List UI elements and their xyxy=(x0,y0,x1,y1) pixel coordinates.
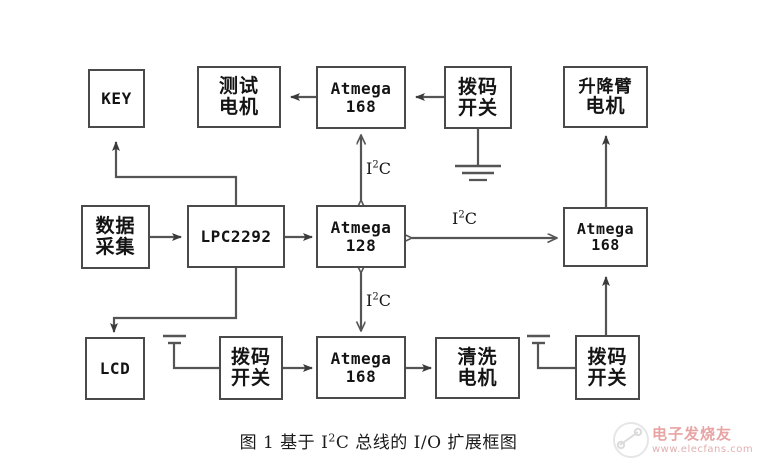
node-test-motor[interactable]: 测试 电机 xyxy=(197,66,281,128)
node-dip-switch-top-label-2: 开关 xyxy=(457,96,498,119)
node-wash-motor-label-2: 电机 xyxy=(457,367,498,389)
node-atmega168-right[interactable]: Atmega 168 xyxy=(563,207,648,267)
node-dip-switch-top[interactable]: 拨码 开关 xyxy=(444,66,512,129)
node-lcd-label: LCD xyxy=(99,358,131,378)
node-key-label: KEY xyxy=(101,88,132,108)
node-atmega128-label-2: 128 xyxy=(345,235,377,255)
node-test-motor-label-1: 测试 xyxy=(218,75,259,98)
node-atmega168-top-label-1: Atmega xyxy=(330,79,392,99)
node-dip-switch-bottom-left-label-1: 拨码 xyxy=(230,346,271,369)
edge-lpc2292-to-key xyxy=(112,141,238,205)
node-data-acquisition[interactable]: 数据 采集 xyxy=(81,205,150,269)
node-dip-switch-bottom-right[interactable]: 拨码 开关 xyxy=(575,335,640,400)
caption-sup: 2 xyxy=(328,431,336,445)
edge-label-i2c-right: I2C xyxy=(452,209,477,228)
node-atmega168-bottom[interactable]: Atmega 168 xyxy=(316,336,406,399)
node-data-acquisition-label-2: 采集 xyxy=(95,236,136,258)
watermark-url: www.elecfans.com xyxy=(652,444,754,455)
i2c-right-suffix: C xyxy=(464,209,477,228)
watermark: 电子发烧友 www.elecfans.com xyxy=(612,421,754,465)
node-atmega168-top-label-2: 168 xyxy=(345,96,377,116)
node-dip-switch-bottom-left[interactable]: 拨码 开关 xyxy=(219,336,283,400)
node-dip-switch-bottom-left-label-2: 开关 xyxy=(230,367,271,389)
node-dip-switch-bottom-right-label-1: 拨码 xyxy=(587,345,628,368)
i2c-right-sup: 2 xyxy=(458,209,465,221)
node-lift-arm-motor-label-1: 升降臂 xyxy=(578,76,633,97)
edge-label-i2c-bottom: I2C xyxy=(366,291,391,310)
node-lpc2292[interactable]: LPC2292 xyxy=(187,205,285,268)
i2c-right-prefix: I xyxy=(452,209,459,228)
node-atmega128[interactable]: Atmega 128 xyxy=(316,205,406,268)
node-atmega168-bottom-label-2: 168 xyxy=(345,366,377,386)
edge-label-i2c-top: I2C xyxy=(366,159,391,178)
ground-symbol-top xyxy=(455,129,501,182)
node-data-acquisition-label-1: 数据 xyxy=(95,215,136,238)
node-atmega168-right-label-2: 168 xyxy=(591,236,620,254)
node-key[interactable]: KEY xyxy=(88,69,145,128)
caption-prefix: 图 1 基于 I xyxy=(239,433,329,453)
node-lift-arm-motor-label-2: 电机 xyxy=(585,94,626,117)
node-wash-motor[interactable]: 清洗 电机 xyxy=(435,337,520,399)
node-test-motor-label-2: 电机 xyxy=(218,96,259,118)
i2c-top-suffix: C xyxy=(378,159,391,178)
node-wash-motor-label-1: 清洗 xyxy=(457,346,498,369)
node-lift-arm-motor[interactable]: 升降臂 电机 xyxy=(563,66,648,128)
caption-suffix: C 总线的 I/O 扩展框图 xyxy=(335,433,518,453)
node-atmega168-bottom-label-1: Atmega xyxy=(330,349,392,369)
i2c-bottom-suffix: C xyxy=(378,291,391,310)
node-atmega128-label-1: Atmega xyxy=(330,218,392,238)
node-atmega168-right-label-1: Atmega xyxy=(576,219,635,238)
ground-symbol-bottom-right xyxy=(527,334,575,370)
node-lcd[interactable]: LCD xyxy=(85,337,145,400)
ground-symbol-bottom-left xyxy=(163,334,219,370)
i2c-bottom-prefix: I xyxy=(366,291,373,310)
node-dip-switch-top-label-1: 拨码 xyxy=(457,75,498,98)
node-lpc2292-label: LPC2292 xyxy=(200,226,272,246)
node-atmega168-top[interactable]: Atmega 168 xyxy=(316,66,406,129)
elecfans-logo-icon xyxy=(613,422,649,458)
watermark-brand: 电子发烧友 xyxy=(652,425,733,443)
i2c-bottom-sup: 2 xyxy=(372,291,379,303)
i2c-top-prefix: I xyxy=(366,159,373,178)
figure-caption: 图 1 基于 I2C 总线的 I/O 扩展框图 xyxy=(0,428,757,453)
edge-lpc2292-to-lcd xyxy=(110,268,238,333)
i2c-top-sup: 2 xyxy=(372,159,379,171)
node-dip-switch-bottom-right-label-2: 开关 xyxy=(587,366,628,389)
